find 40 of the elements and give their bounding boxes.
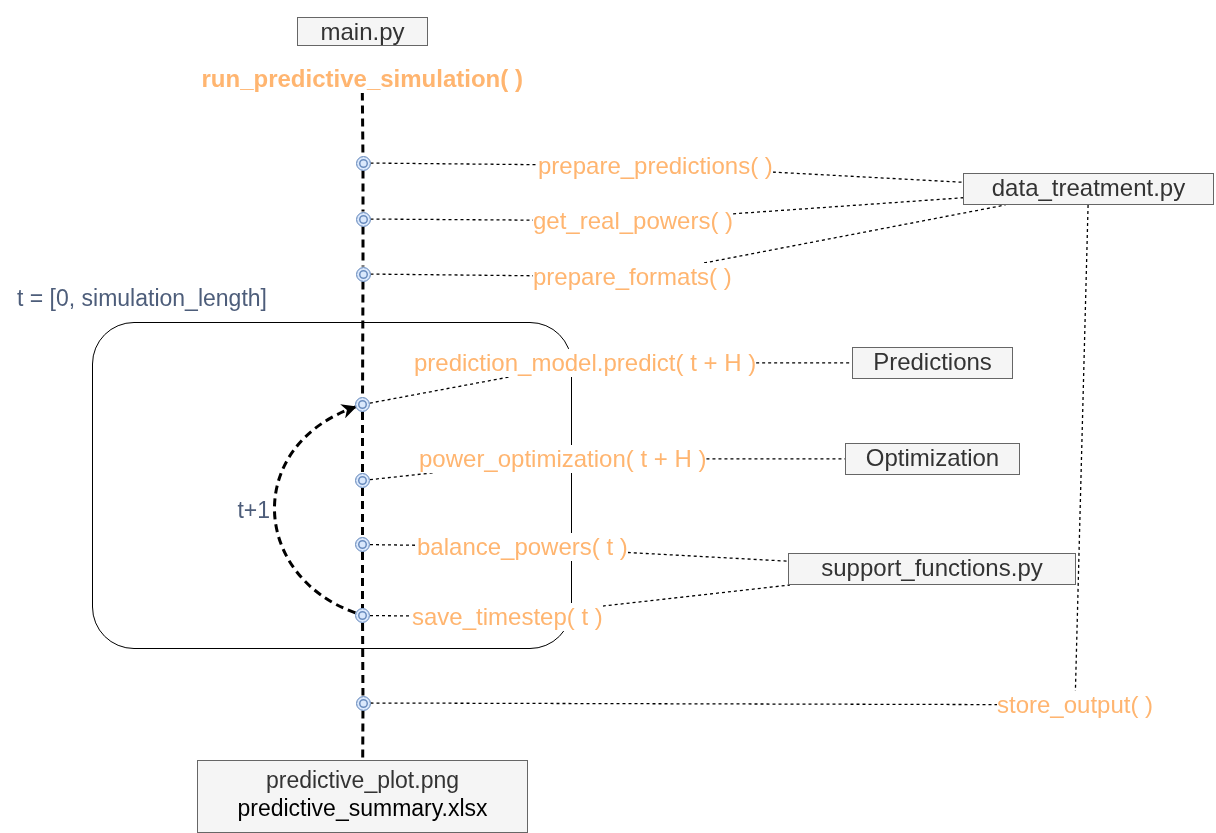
- connector-line: [602, 584, 791, 607]
- function-call-text: balance_powers( t ): [417, 533, 628, 561]
- function-call-text: save_timestep( t ): [412, 603, 603, 631]
- lifeline-circle: [355, 695, 371, 711]
- connector-line: [627, 551, 789, 562]
- output-files-box: [197, 760, 528, 833]
- lifeline-circle: [355, 211, 371, 227]
- lifeline-circle: [355, 397, 370, 412]
- lifeline-segment: [361, 623, 365, 696]
- connector-line: [369, 702, 998, 706]
- lifeline-segment: [361, 170, 365, 212]
- lifeline-segment: [361, 488, 364, 537]
- lifeline-circle: [355, 266, 371, 282]
- file-box: data_treatment.py: [963, 173, 1214, 205]
- lifeline-circle: [355, 155, 371, 171]
- curved-arrow: [273, 405, 357, 615]
- file-name: predictive_summary.xlsx: [237, 794, 488, 823]
- connector-line: [772, 171, 964, 183]
- file-box: Predictions: [852, 347, 1013, 379]
- file-box: support_functions.py: [788, 553, 1076, 585]
- file-box: Optimization: [845, 443, 1020, 475]
- connector-line: [705, 458, 846, 460]
- lifeline-segment: [360, 92, 365, 156]
- connector-line: [732, 197, 964, 215]
- connector-line: [369, 218, 534, 221]
- lifeline-circle: [355, 473, 370, 488]
- file-box: main.py: [297, 17, 428, 46]
- file-name: predictive_plot.png: [265, 767, 460, 795]
- lifeline-segment: [361, 412, 364, 473]
- lifeline-circle: [355, 537, 370, 552]
- connector-line: [369, 273, 534, 277]
- function-call-text: power_optimization( t + H ): [419, 445, 707, 473]
- lifeline-segment: [361, 552, 364, 608]
- loop-label: t = [0, simulation_length]: [17, 285, 267, 312]
- lifeline-circle: [355, 608, 370, 623]
- lifeline-segment: [361, 226, 365, 267]
- function-call-text: prepare_formats( ): [533, 263, 732, 291]
- function-call-text: prediction_model.predict( t + H ): [414, 349, 757, 377]
- connector-line: [369, 543, 418, 546]
- lifeline-segment: [361, 710, 365, 760]
